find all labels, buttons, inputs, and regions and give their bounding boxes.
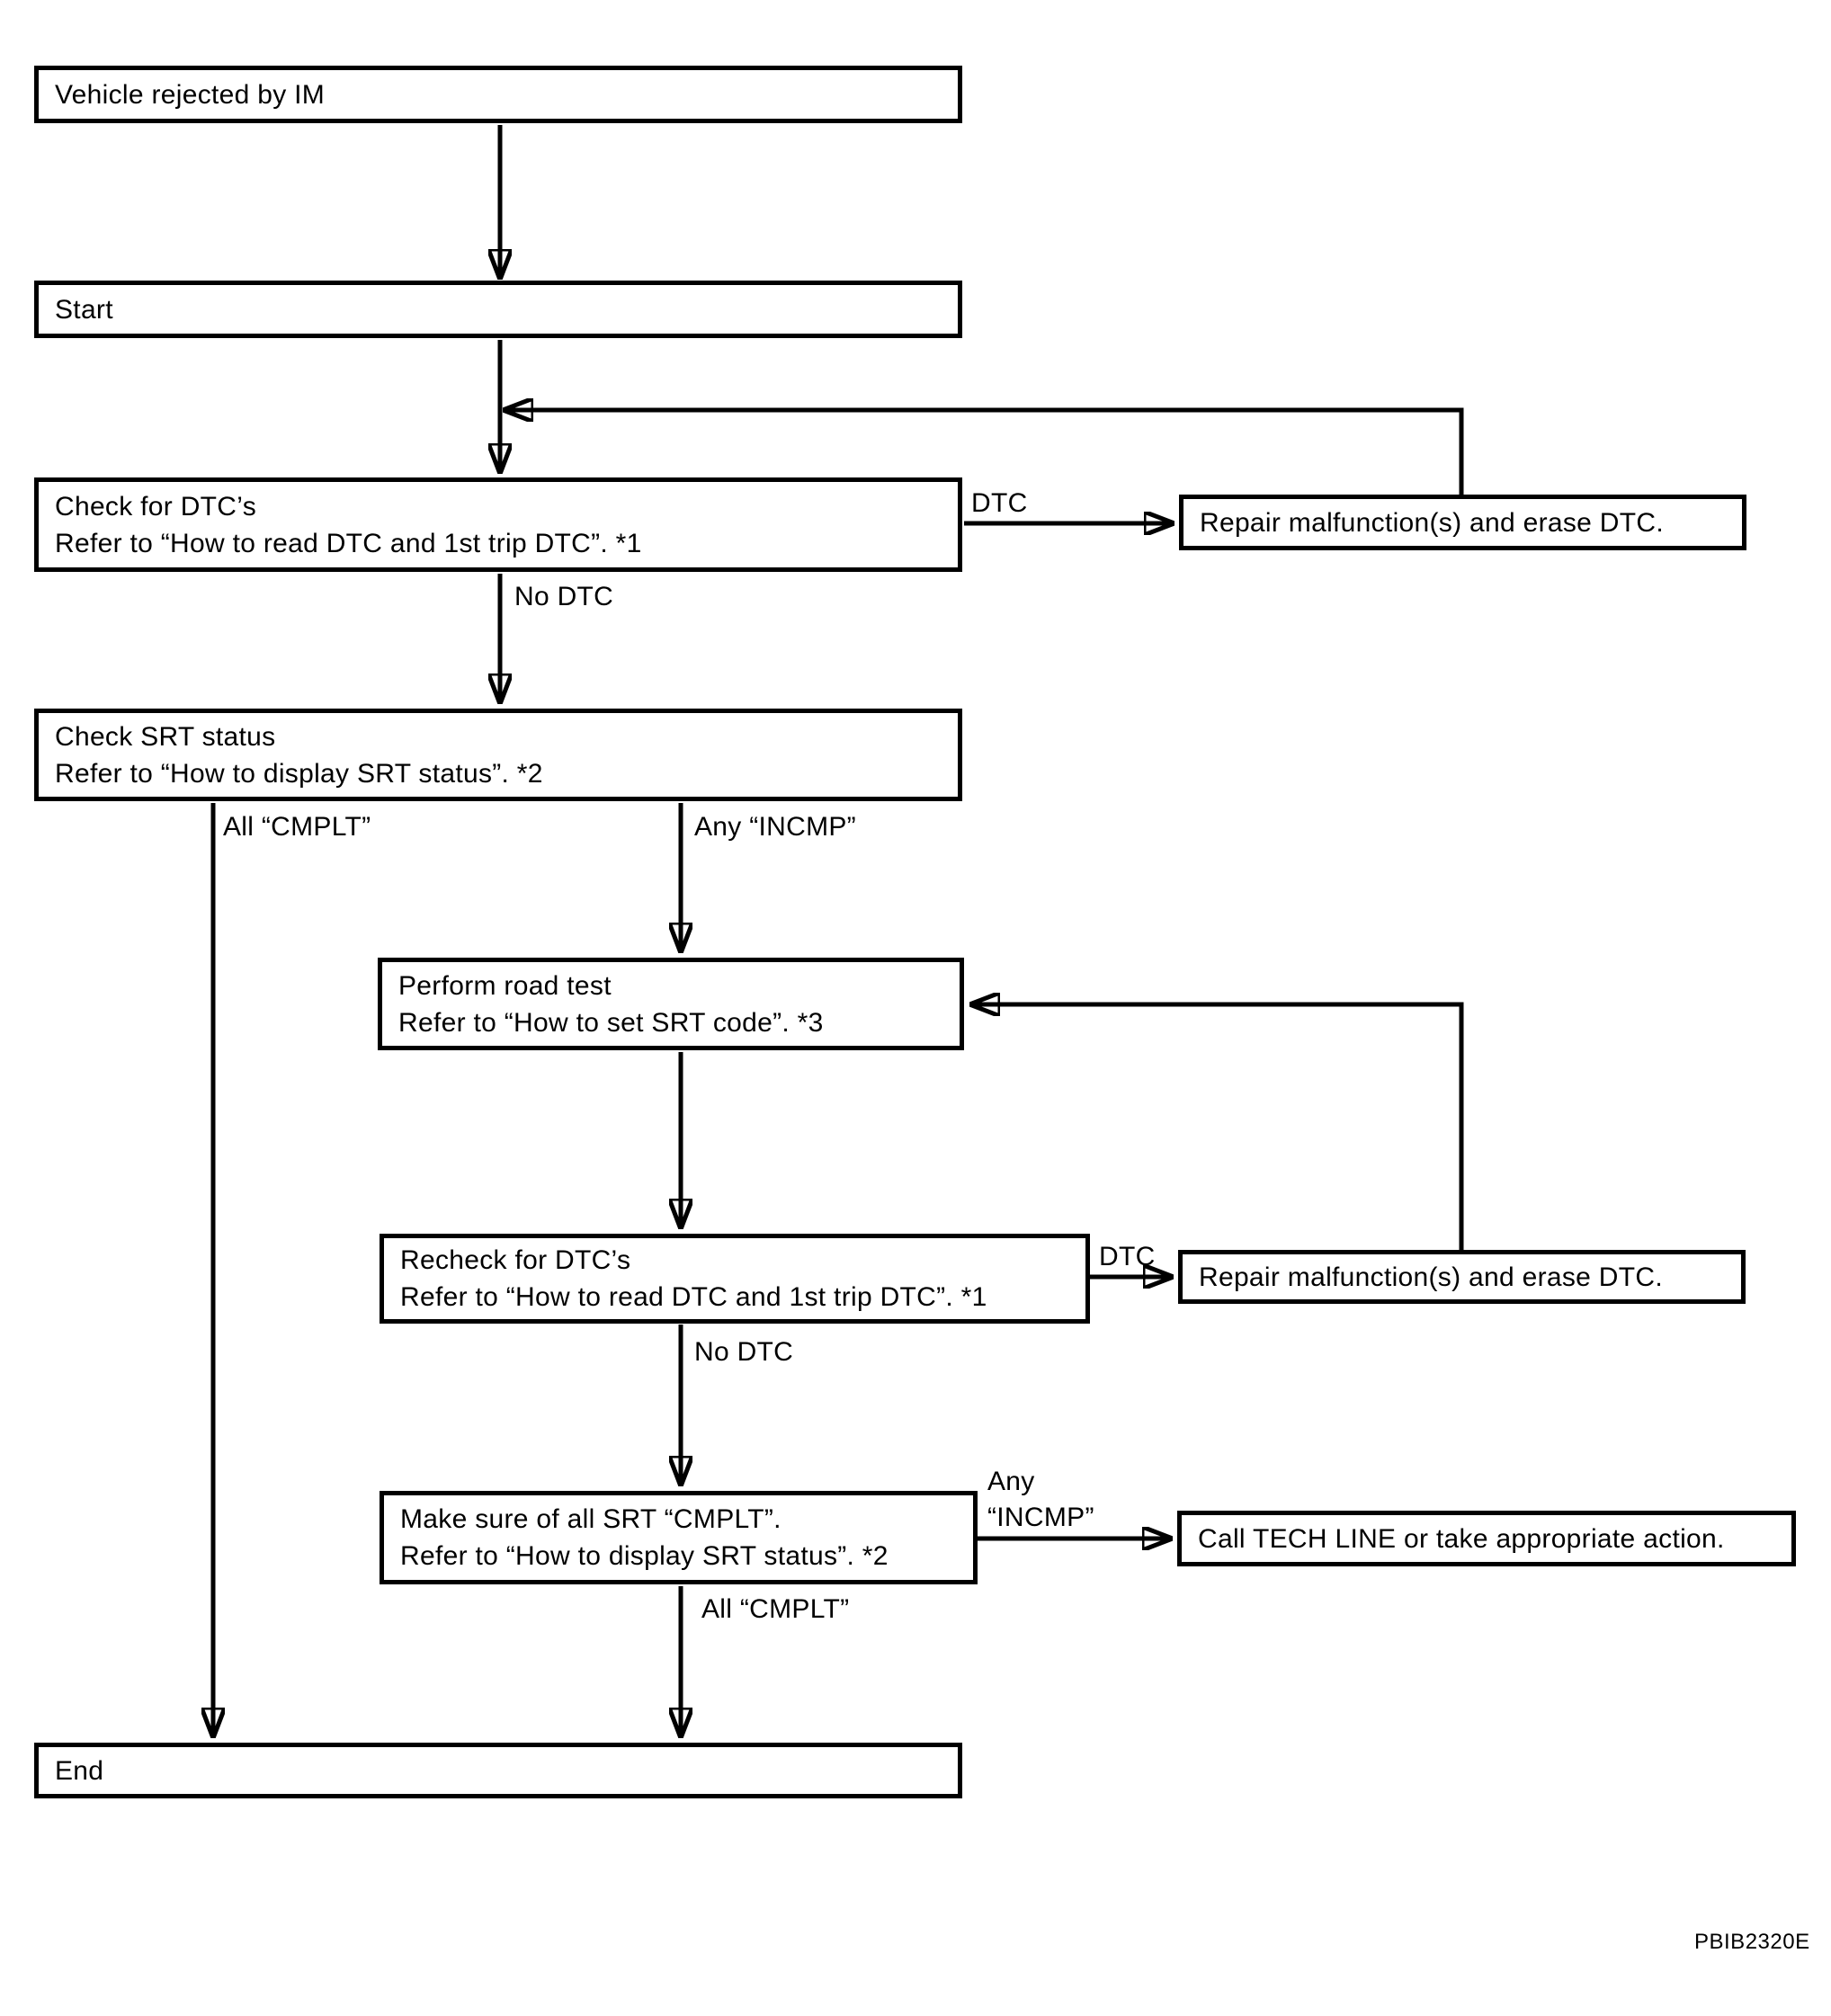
node-check-srt: Check SRT status Refer to “How to displa… xyxy=(34,709,962,801)
edge-label-any-incmp-2: Any “INCMP” xyxy=(987,1464,1094,1536)
node-repair-erase-dtc-1: Repair malfunction(s) and erase DTC. xyxy=(1179,495,1746,550)
node-label-line2: Refer to “How to display SRT status”. *2 xyxy=(400,1541,889,1571)
node-end: End xyxy=(34,1743,962,1798)
node-label-line1: Make sure of all SRT “CMPLT”. xyxy=(400,1504,782,1534)
node-label: Call TECH LINE or take appropriate actio… xyxy=(1198,1523,1725,1554)
node-label-line2: Refer to “How to set SRT code”. *3 xyxy=(398,1007,824,1038)
node-label-line2: Refer to “How to read DTC and 1st trip D… xyxy=(400,1282,987,1312)
node-label-line1: Check SRT status xyxy=(55,721,276,752)
node-repair-erase-dtc-2: Repair malfunction(s) and erase DTC. xyxy=(1178,1250,1746,1304)
edge-label-dtc-1: DTC xyxy=(971,488,1028,518)
node-label-line2: Refer to “How to read DTC and 1st trip D… xyxy=(55,528,642,558)
edge-label-any-incmp-2-line2: “INCMP” xyxy=(987,1503,1094,1532)
edge-label-all-cmplt-2: All “CMPLT” xyxy=(701,1594,850,1624)
edge-label-no-dtc-1: No DTC xyxy=(514,582,614,611)
connector-repair2-feedback xyxy=(973,1004,1464,1252)
edge-label-any-incmp-2-line1: Any xyxy=(987,1467,1035,1496)
node-call-tech-line: Call TECH LINE or take appropriate actio… xyxy=(1177,1511,1796,1566)
node-recheck-dtc: Recheck for DTC’s Refer to “How to read … xyxy=(380,1234,1090,1324)
node-vehicle-rejected: Vehicle rejected by IM xyxy=(34,66,962,123)
node-label-line2: Refer to “How to display SRT status”. *2 xyxy=(55,758,543,789)
node-road-test: Perform road test Refer to “How to set S… xyxy=(378,958,964,1050)
node-check-dtc: Check for DTC’s Refer to “How to read DT… xyxy=(34,477,962,572)
node-label: Vehicle rejected by IM xyxy=(55,79,326,110)
connector-repair1-feedback xyxy=(506,410,1464,496)
node-label: Start xyxy=(55,294,113,325)
edge-label-no-dtc-2: No DTC xyxy=(694,1337,794,1367)
node-confirm-srt: Make sure of all SRT “CMPLT”. Refer to “… xyxy=(380,1491,978,1584)
figure-code: PBIB2320E xyxy=(1694,1930,1810,1954)
node-label: End xyxy=(55,1755,104,1786)
node-label: Repair malfunction(s) and erase DTC. xyxy=(1199,1262,1663,1292)
node-label-line1: Perform road test xyxy=(398,970,612,1001)
edge-label-dtc-2: DTC xyxy=(1099,1242,1156,1271)
edge-label-all-cmplt-1: All “CMPLT” xyxy=(223,812,371,842)
node-label-line1: Check for DTC’s xyxy=(55,491,256,522)
node-label: Repair malfunction(s) and erase DTC. xyxy=(1200,507,1664,538)
node-start: Start xyxy=(34,281,962,338)
edge-label-any-incmp-1: Any “INCMP” xyxy=(694,812,856,842)
node-label-line1: Recheck for DTC’s xyxy=(400,1245,631,1275)
